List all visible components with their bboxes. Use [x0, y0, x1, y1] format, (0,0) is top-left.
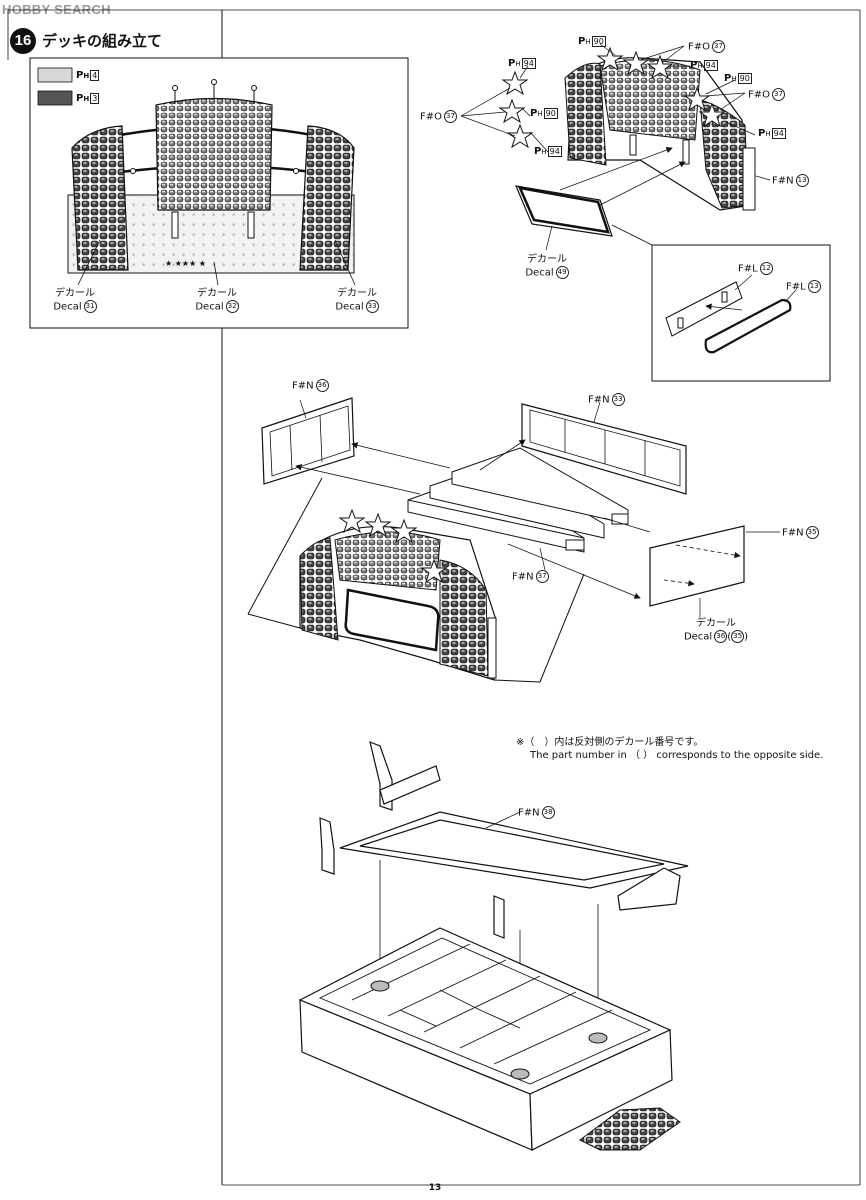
center-grill-section: [155, 97, 273, 211]
step-number-badge: 16: [10, 28, 36, 54]
paint-swatch-dark: [37, 90, 73, 106]
left-grill-section: [71, 125, 129, 271]
svg-text:★ ★★★ ★: ★ ★★★ ★: [165, 259, 206, 268]
note-en: The part number in （ ） corresponds to th…: [530, 750, 824, 761]
note-jp: ※（ ）内は反対側のデカール番号です。: [516, 737, 704, 748]
step-title: デッキの組み立て: [42, 32, 163, 50]
page-number: 13: [428, 1183, 442, 1193]
paint-swatch-light: [37, 67, 73, 83]
hobby-search-logo: HOBBY SEARCH: [2, 2, 111, 17]
watermark: HOBBY SEARCH: [2, 2, 111, 17]
right-grill-section: [299, 125, 355, 271]
